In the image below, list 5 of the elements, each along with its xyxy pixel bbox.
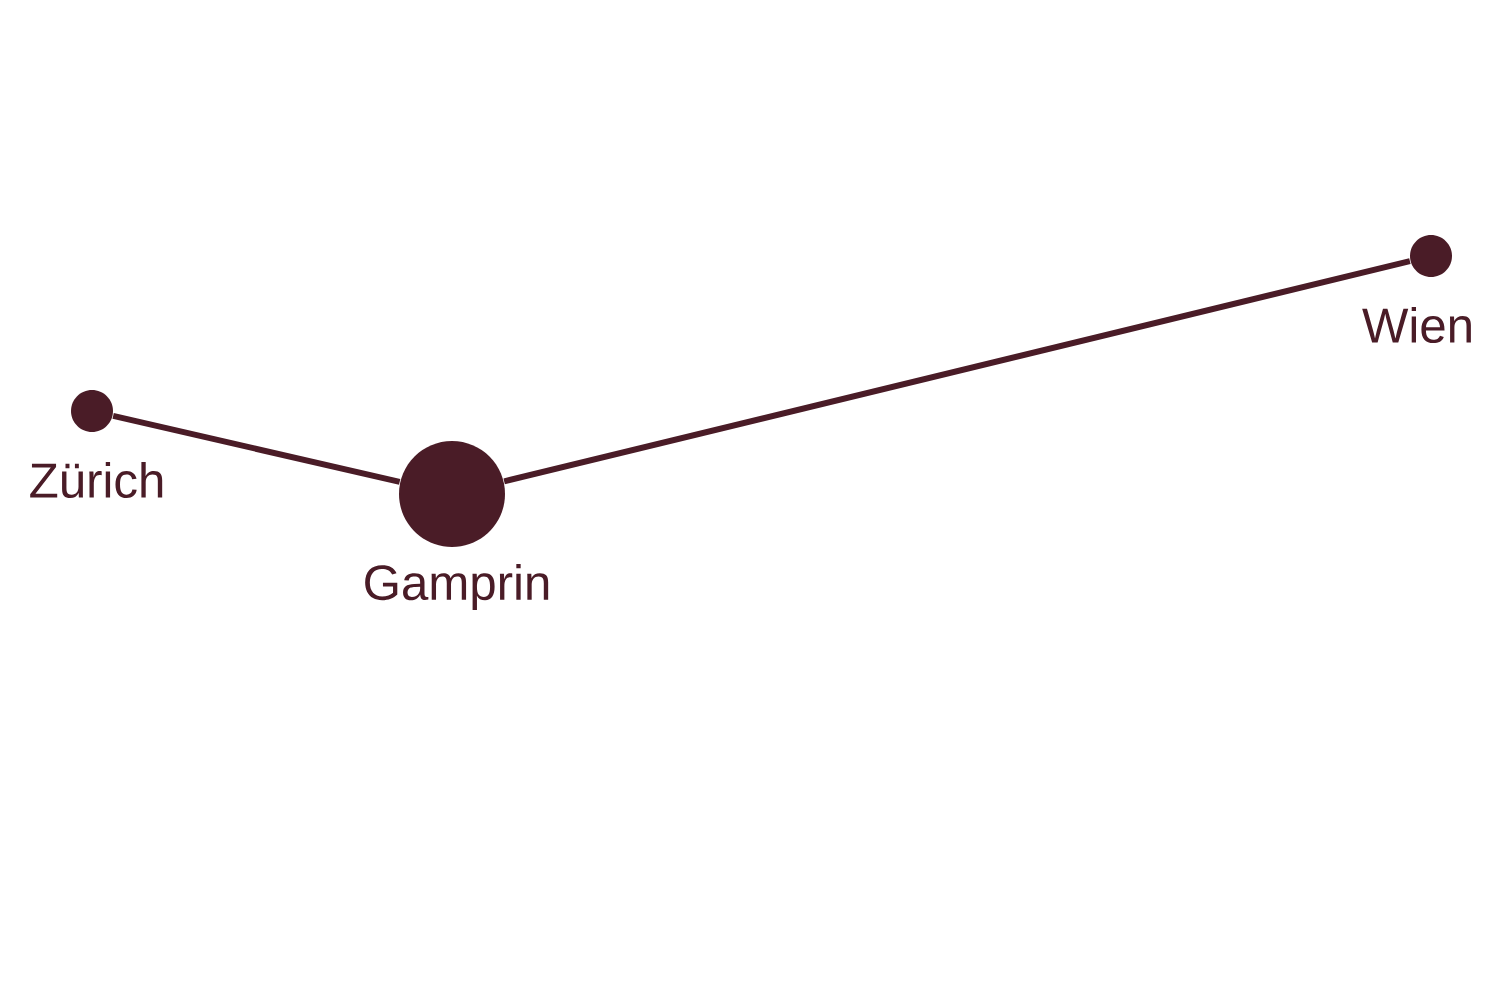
connector-line <box>503 258 1411 485</box>
city-label: Gamprin <box>365 564 549 610</box>
city-label: Zürich <box>30 461 163 499</box>
connector-line <box>112 412 401 485</box>
city-label: Wien <box>1362 306 1471 344</box>
